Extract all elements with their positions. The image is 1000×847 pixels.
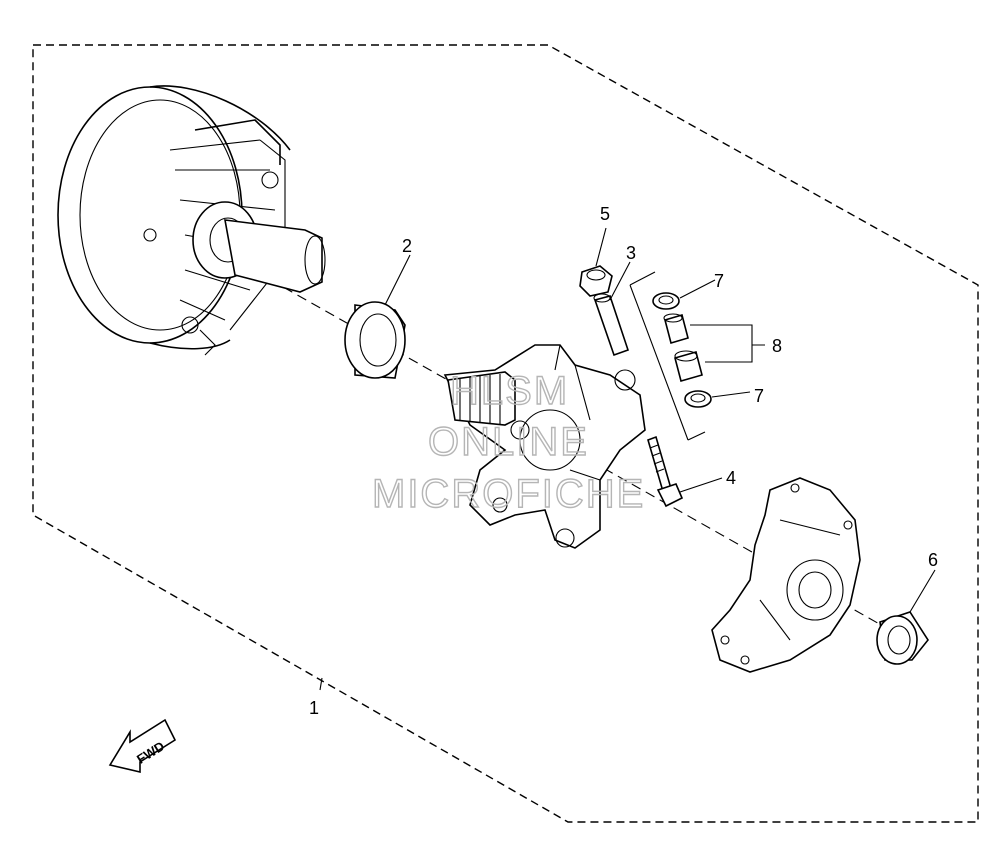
group-bracket <box>629 271 706 441</box>
part-8-collar-b <box>674 350 703 382</box>
callout-7-upper: 7 <box>714 271 724 291</box>
callout-3: 3 <box>626 243 636 263</box>
part-4-bolt <box>647 435 684 508</box>
callout-6: 6 <box>928 550 938 570</box>
callout-5: 5 <box>600 204 610 224</box>
part-2-collar <box>344 301 406 379</box>
part-7-washer-upper <box>652 292 680 310</box>
part-5-nut <box>579 265 613 297</box>
part-7-washer-lower <box>684 390 712 408</box>
watermark-line-3: MICROFICHE <box>372 472 645 516</box>
part-8-collar-a <box>663 313 689 345</box>
fwd-arrow-icon: FWD <box>108 718 177 774</box>
callout-2: 2 <box>402 236 412 256</box>
callout-4: 4 <box>726 468 736 488</box>
callout-8: 8 <box>772 336 782 356</box>
callout-1: 1 <box>309 698 319 718</box>
primary-sheave <box>57 85 326 356</box>
watermark: HLSM ONLINE MICROFICHE <box>371 368 645 516</box>
assembly-boundary <box>32 44 979 823</box>
callout-7-lower: 7 <box>754 386 764 406</box>
cover-plate <box>711 477 861 673</box>
watermark-line-1: HLSM <box>450 369 569 413</box>
part-6-bushing <box>876 611 929 665</box>
watermark-line-2: ONLINE <box>428 420 589 464</box>
leader-lines <box>319 227 936 691</box>
spider-assembly <box>443 344 646 549</box>
part-3-pin <box>593 293 630 357</box>
